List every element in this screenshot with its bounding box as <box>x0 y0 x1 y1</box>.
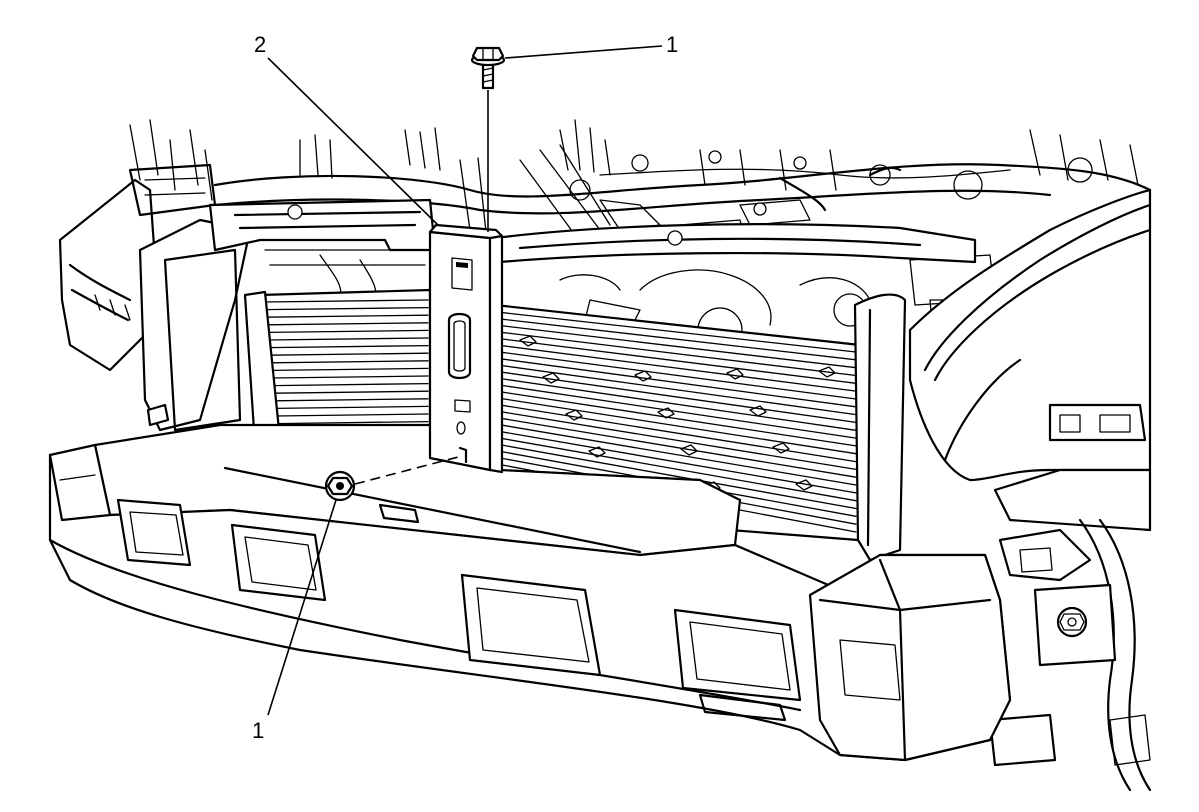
leader-line-bracket <box>267 57 439 226</box>
upper-bolt <box>470 46 506 90</box>
radiator-core <box>243 288 907 562</box>
upper-radiator-support <box>208 198 977 264</box>
lower-bolt-centerline <box>354 455 463 485</box>
callout-bracket: 2 <box>254 32 267 57</box>
callout-bolt-bottom: 1 <box>252 718 265 743</box>
front-bumper-beam <box>48 403 1012 762</box>
radiator-center-bracket <box>428 223 504 474</box>
callout-bolt-top: 1 <box>666 32 679 57</box>
lower-bolt <box>324 470 356 502</box>
leader-line-bolt-top <box>504 45 663 59</box>
left-fender-headlamp <box>58 163 252 432</box>
leader-line-bolt-bottom <box>267 499 337 716</box>
right-fender-headlamp <box>908 188 1152 792</box>
